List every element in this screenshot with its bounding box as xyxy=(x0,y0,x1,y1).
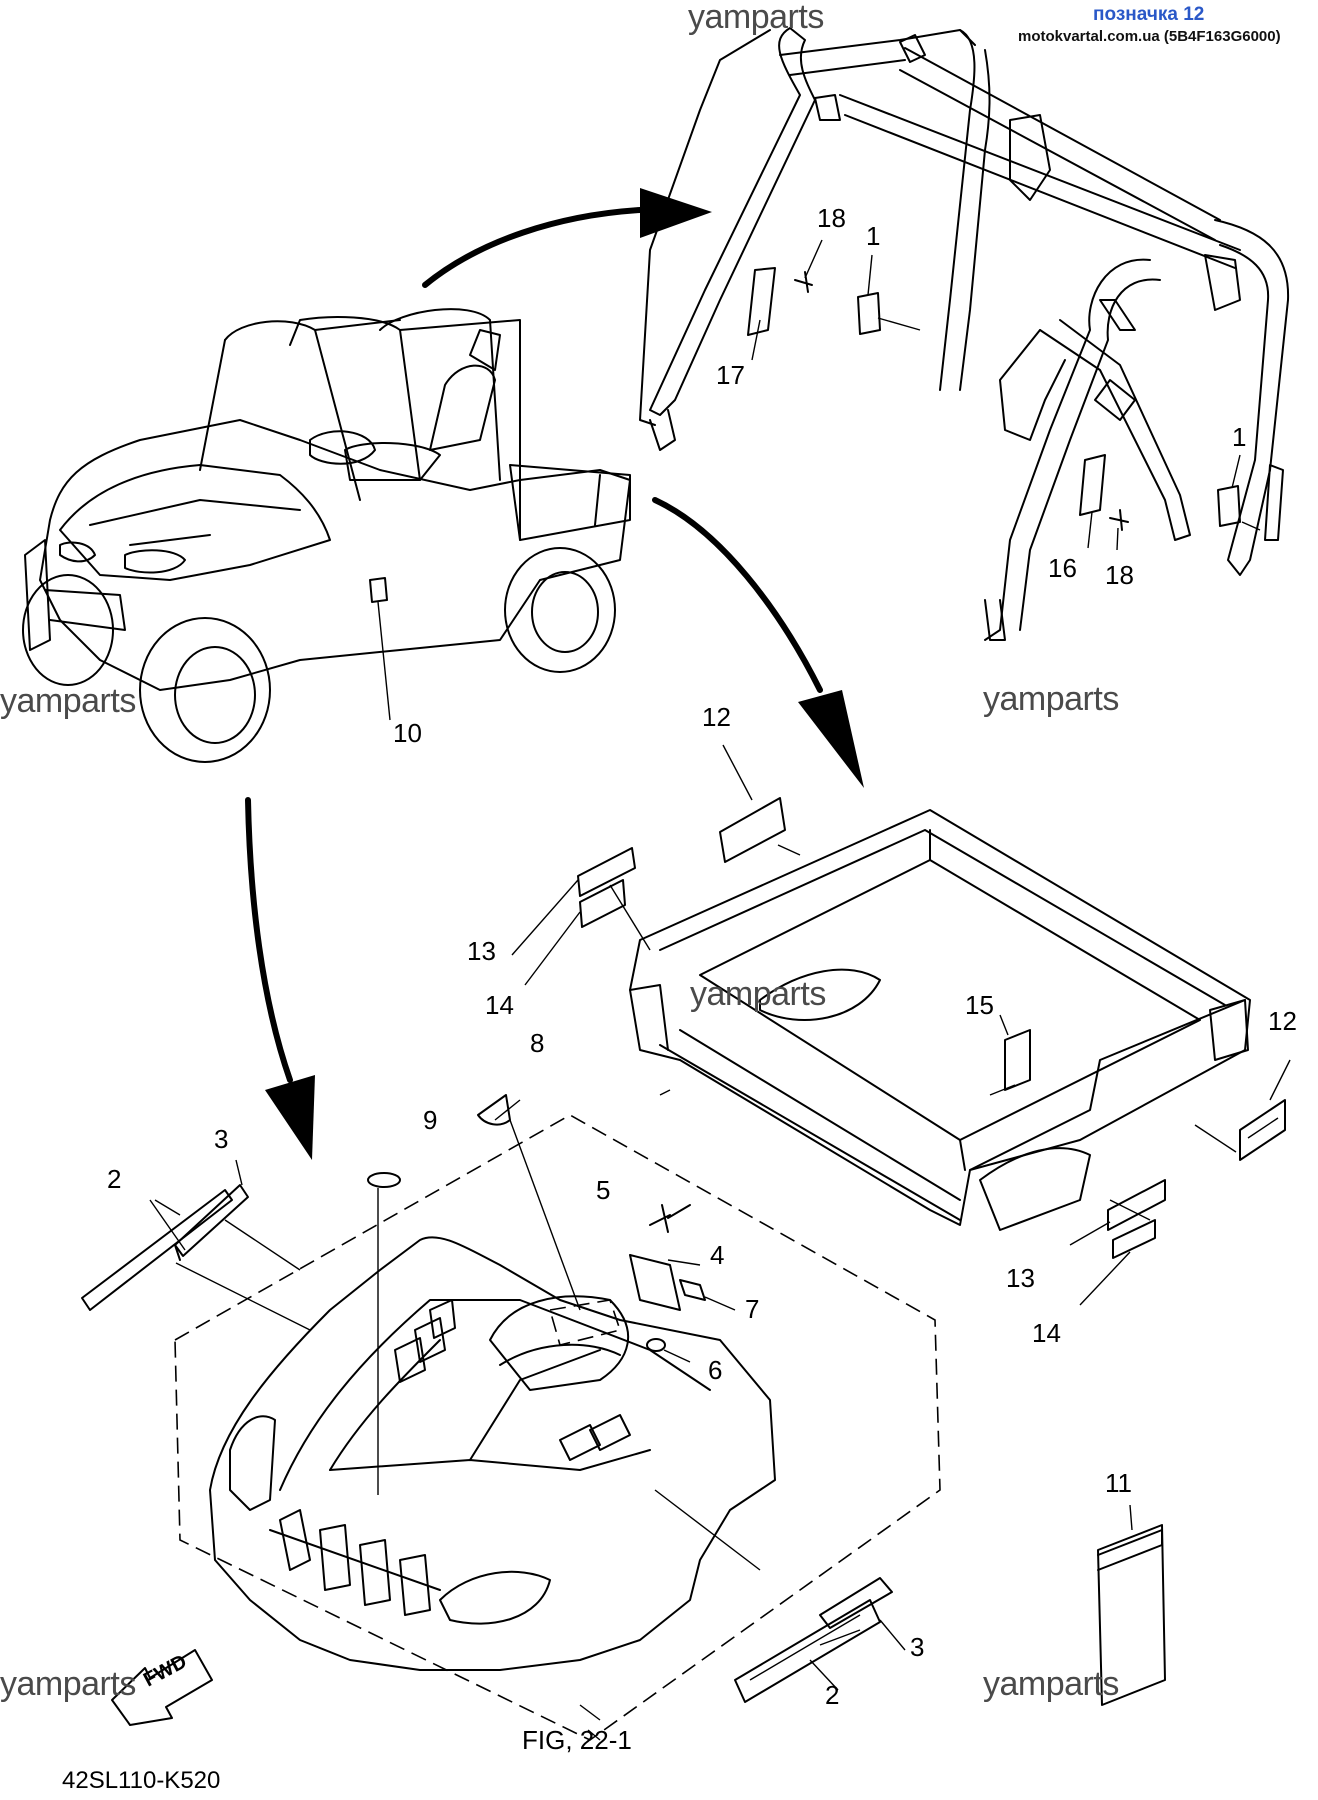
decal-13-floating xyxy=(577,847,636,897)
callout-3: 3 xyxy=(214,1124,229,1154)
utv-vehicle-drawing xyxy=(22,308,631,763)
flow-arrows xyxy=(245,188,864,1160)
callout-15: 15 xyxy=(965,990,994,1020)
decal-12-floating xyxy=(719,797,786,863)
callout-2: 2 xyxy=(825,1680,840,1710)
callout-17: 17 xyxy=(716,360,745,390)
stripe-2-left xyxy=(81,1189,233,1311)
stripe-3-right xyxy=(819,1577,893,1629)
callout-6: 6 xyxy=(708,1355,723,1385)
watermark: yamparts xyxy=(0,1665,136,1703)
callout-14: 14 xyxy=(485,990,514,1020)
hood-drawing xyxy=(209,1204,776,1671)
stripe-2-right xyxy=(734,1599,881,1703)
watermark: yamparts xyxy=(0,682,136,720)
callout-3: 3 xyxy=(910,1632,925,1662)
callout-18: 18 xyxy=(817,203,846,233)
leader-lines xyxy=(149,239,1291,1741)
hood-assembly-boundary xyxy=(174,1114,941,1741)
callout-2: 2 xyxy=(107,1164,122,1194)
callout-12: 12 xyxy=(1268,1006,1297,1036)
header-title: позначка 12 xyxy=(1093,4,1205,25)
decal-11 xyxy=(1097,1524,1166,1706)
callout-1: 1 xyxy=(866,221,881,251)
watermark: yamparts xyxy=(983,680,1119,718)
watermark: yamparts xyxy=(688,0,824,36)
callout-11: 11 xyxy=(1105,1468,1132,1498)
callout-1: 1 xyxy=(1232,422,1247,452)
callout-12: 12 xyxy=(702,702,731,732)
callout-13: 13 xyxy=(1006,1263,1035,1293)
fwd-arrow xyxy=(111,1649,213,1726)
callout-4: 4 xyxy=(710,1240,725,1270)
roll-cage-drawing xyxy=(639,27,1290,641)
fig-reference: FIG, 22-1 xyxy=(522,1725,632,1755)
emblem-9 xyxy=(367,1172,401,1188)
callout-7: 7 xyxy=(745,1294,760,1324)
stripe-3-left xyxy=(174,1184,249,1257)
callout-18: 18 xyxy=(1105,560,1134,590)
callout-13: 13 xyxy=(467,936,496,966)
callout-10: 10 xyxy=(393,718,422,748)
callout-8: 8 xyxy=(530,1028,545,1058)
header-subtitle: motokvartal.com.ua (5B4F163G6000) xyxy=(1018,28,1281,45)
watermark: yamparts xyxy=(983,1665,1119,1703)
emblem-8 xyxy=(477,1094,511,1126)
diagram-code: 42SL110-K520 xyxy=(62,1767,221,1794)
cargo-bed-drawing xyxy=(629,809,1286,1259)
watermark: yamparts xyxy=(690,975,826,1013)
callout-9: 9 xyxy=(423,1105,438,1135)
callout-14: 14 xyxy=(1032,1318,1061,1348)
decal-14-floating xyxy=(579,879,626,928)
callout-5: 5 xyxy=(596,1175,611,1205)
callout-16: 16 xyxy=(1048,553,1077,583)
